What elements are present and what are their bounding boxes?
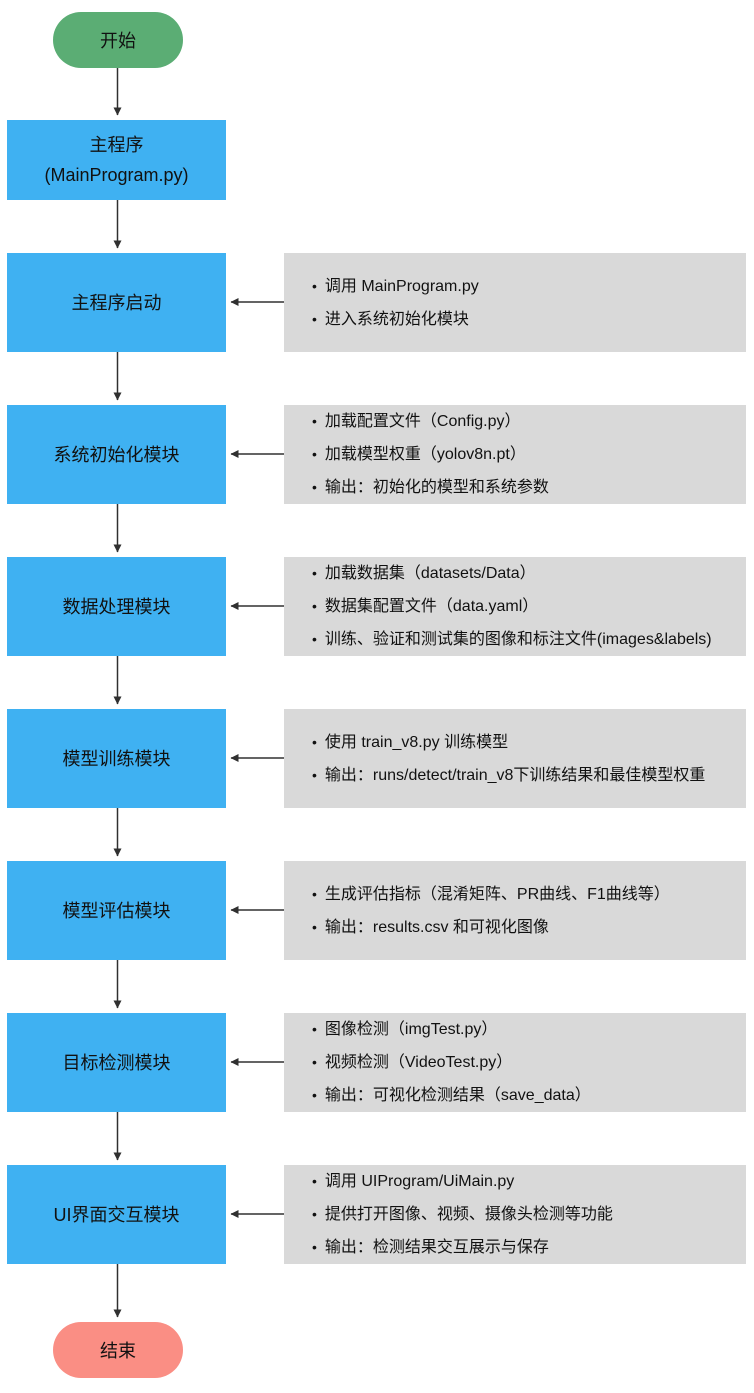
note-item: 输出：检测结果交互展示与保存 [312, 1231, 736, 1264]
note-item: 调用 UIProgram/UiMain.py [312, 1165, 736, 1198]
node-main-program: 主程序 (MainProgram.py) [7, 120, 226, 200]
node-data-processing: 数据处理模块 [7, 557, 226, 656]
note-item: 生成评估指标（混淆矩阵、PR曲线、F1曲线等） [312, 878, 736, 911]
note-ui-interaction: 调用 UIProgram/UiMain.py 提供打开图像、视频、摄像头检测等功… [284, 1165, 746, 1264]
start-node-label: 开始 [100, 31, 136, 51]
node-main-program-label: 主程序 [89, 135, 144, 155]
node-ui-interaction-label: UI界面交互模块 [53, 1204, 180, 1225]
node-startup: 主程序启动 [7, 253, 226, 352]
note-startup: 调用 MainProgram.py 进入系统初始化模块 [284, 253, 746, 352]
start-node: 开始 [53, 12, 183, 68]
note-item: 使用 train_v8.py 训练模型 [312, 726, 736, 759]
note-item: 加载模型权重（yolov8n.pt） [312, 438, 736, 471]
note-model-evaluation: 生成评估指标（混淆矩阵、PR曲线、F1曲线等） 输出：results.csv 和… [284, 861, 746, 960]
node-model-training: 模型训练模块 [7, 709, 226, 808]
note-item: 进入系统初始化模块 [312, 303, 736, 336]
note-item: 输出：runs/detect/train_v8下训练结果和最佳模型权重 [312, 759, 736, 792]
note-item: 训练、验证和测试集的图像和标注文件(images&labels) [312, 623, 736, 656]
note-object-detection: 图像检测（imgTest.py） 视频检测（VideoTest.py） 输出：可… [284, 1013, 746, 1112]
node-object-detection-label: 目标检测模块 [62, 1052, 171, 1073]
note-system-init: 加载配置文件（Config.py） 加载模型权重（yolov8n.pt） 输出：… [284, 405, 746, 504]
note-item: 输出：初始化的模型和系统参数 [312, 471, 736, 504]
note-item: 输出：results.csv 和可视化图像 [312, 911, 736, 944]
note-item: 视频检测（VideoTest.py） [312, 1046, 736, 1079]
node-ui-interaction: UI界面交互模块 [7, 1165, 226, 1264]
note-item: 加载数据集（datasets/Data） [312, 557, 736, 590]
note-item: 加载配置文件（Config.py） [312, 405, 736, 438]
note-item: 调用 MainProgram.py [312, 270, 736, 303]
end-node-label: 结束 [100, 1341, 136, 1361]
node-system-init-label: 系统初始化模块 [53, 444, 180, 465]
note-data-processing: 加载数据集（datasets/Data） 数据集配置文件（data.yaml） … [284, 557, 746, 656]
note-item: 图像检测（imgTest.py） [312, 1013, 736, 1046]
node-data-processing-label: 数据处理模块 [62, 596, 171, 617]
note-item: 提供打开图像、视频、摄像头检测等功能 [312, 1198, 736, 1231]
node-model-evaluation-label: 模型评估模块 [62, 900, 171, 921]
node-object-detection: 目标检测模块 [7, 1013, 226, 1112]
node-system-init: 系统初始化模块 [7, 405, 226, 504]
note-model-training: 使用 train_v8.py 训练模型 输出：runs/detect/train… [284, 709, 746, 808]
node-main-program-sublabel: (MainProgram.py) [44, 165, 189, 185]
node-model-evaluation: 模型评估模块 [7, 861, 226, 960]
node-model-training-label: 模型训练模块 [62, 748, 171, 769]
node-startup-label: 主程序启动 [71, 292, 162, 313]
end-node: 结束 [53, 1322, 183, 1378]
note-item: 数据集配置文件（data.yaml） [312, 590, 736, 623]
note-item: 输出：可视化检测结果（save_data） [312, 1079, 736, 1112]
